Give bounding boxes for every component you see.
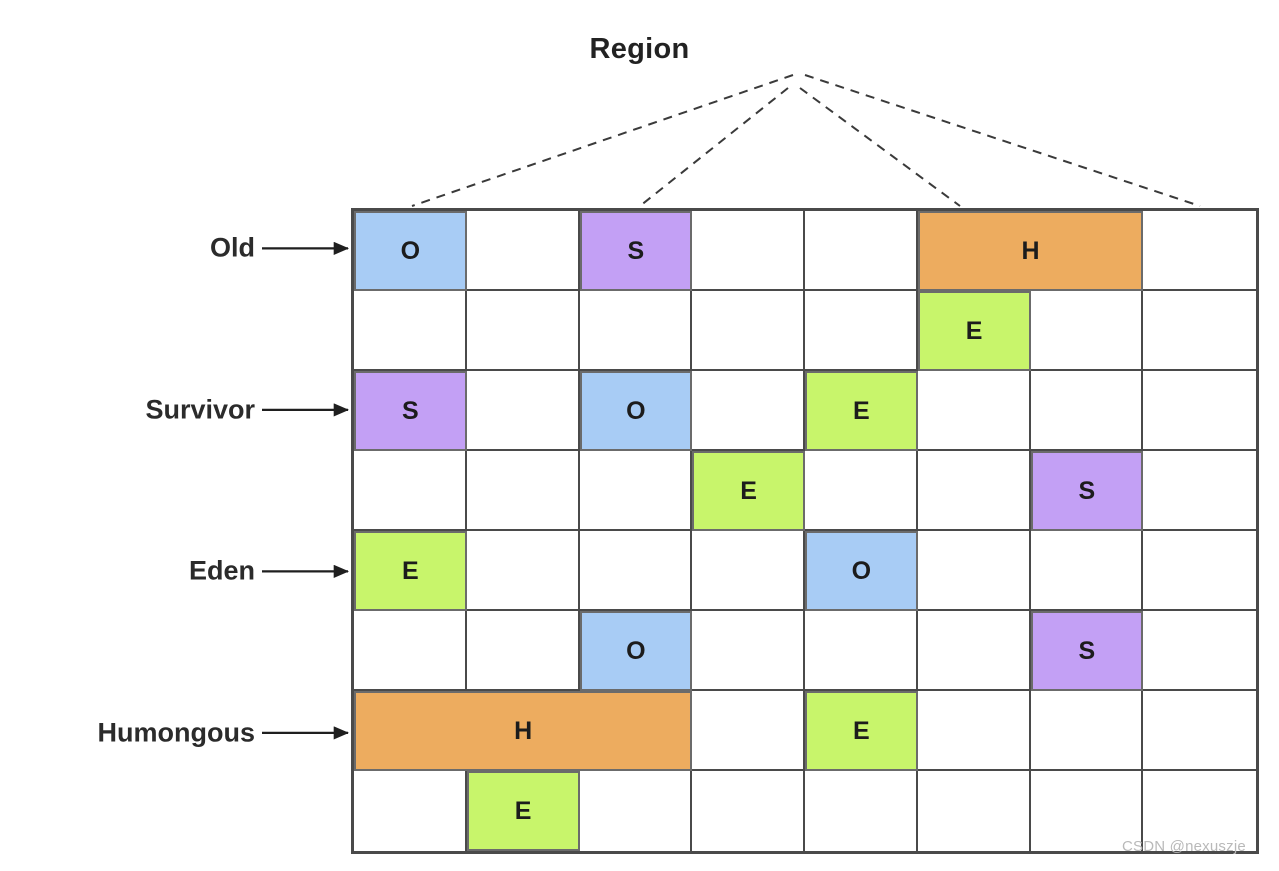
grid-cell-empty xyxy=(805,771,918,851)
grid-cell-empty xyxy=(692,291,805,371)
grid-cell-empty xyxy=(1143,771,1256,851)
grid-cell-label: H xyxy=(514,716,533,745)
grid-cell-empty xyxy=(579,531,693,611)
grid-cell-empty xyxy=(466,211,580,291)
grid-cell-empty xyxy=(354,451,467,531)
grid-cell-empty xyxy=(1143,611,1256,691)
grid-cell-label: O xyxy=(851,556,872,585)
grid-cell-label: O xyxy=(400,236,421,265)
grid-cell-label: E xyxy=(853,716,870,745)
grid-cell-empty xyxy=(917,771,1031,851)
grid-cell-empty xyxy=(692,211,805,291)
row-label-survivor: Survivor xyxy=(145,394,255,425)
grid-cell-empty xyxy=(1030,691,1144,771)
grid-cell-label: E xyxy=(402,556,419,585)
grid-cell-eden: E xyxy=(917,291,1031,371)
grid-cell-label: S xyxy=(402,396,419,425)
grid-cell-survivor: S xyxy=(579,211,693,291)
grid-cell-humongous: H xyxy=(354,691,693,771)
grid-cell-eden: E xyxy=(354,531,467,611)
grid-cell-empty xyxy=(917,691,1031,771)
grid-cell-label: S xyxy=(1078,476,1096,505)
grid-cell-empty xyxy=(354,611,467,691)
grid-cell-old: O xyxy=(579,611,693,691)
region-dashed-connector xyxy=(799,87,961,207)
grid-cell-old: O xyxy=(354,211,467,291)
grid-cell-label: E xyxy=(853,396,870,425)
region-dashed-connector xyxy=(639,87,789,207)
grid-cell-empty xyxy=(1143,211,1256,291)
grid-cell-empty xyxy=(1143,451,1256,531)
grid-cell-empty xyxy=(1143,691,1256,771)
region-dashed-connector xyxy=(804,74,1201,207)
grid-cell-empty xyxy=(466,291,580,371)
grid-cell-empty xyxy=(579,771,693,851)
row-label-old: Old xyxy=(210,232,255,263)
region-title: Region xyxy=(589,33,690,65)
grid-cell-empty xyxy=(1143,531,1256,611)
grid-cell-old: O xyxy=(805,531,918,611)
grid-cell-eden: E xyxy=(805,691,918,771)
grid-cell-empty xyxy=(1030,291,1144,371)
row-label-humongous: Humongous xyxy=(97,717,255,748)
grid-cell-label: O xyxy=(626,396,646,425)
grid-cell-eden: E xyxy=(466,771,580,851)
grid-cell-label: E xyxy=(514,796,532,825)
grid-cell-empty xyxy=(466,451,580,531)
grid-cell-empty xyxy=(805,611,918,691)
grid-cell-label: H xyxy=(1021,236,1040,265)
grid-cell-survivor: S xyxy=(1030,611,1144,691)
grid-cell-humongous: H xyxy=(917,211,1144,291)
grid-cell-label: E xyxy=(965,316,983,345)
grid-cell-empty xyxy=(354,291,467,371)
grid-cell-eden: E xyxy=(805,371,918,451)
grid-cell-empty xyxy=(692,771,805,851)
grid-cell-label: O xyxy=(626,636,646,665)
grid-cell-label: S xyxy=(1078,636,1096,665)
grid-cell-label: S xyxy=(627,236,645,265)
grid-cell-empty xyxy=(692,691,805,771)
grid-cell-empty xyxy=(692,531,805,611)
grid-cell-old: O xyxy=(579,371,693,451)
grid-cell-empty xyxy=(917,451,1031,531)
grid-cell-label: E xyxy=(740,476,757,505)
grid-cell-empty xyxy=(354,771,467,851)
grid-cell-empty xyxy=(1030,771,1144,851)
grid-cell-empty xyxy=(579,451,693,531)
grid-cell-empty xyxy=(466,531,580,611)
grid-cell-empty xyxy=(805,291,918,371)
grid-cell-empty xyxy=(805,211,918,291)
row-label-eden: Eden xyxy=(188,555,255,586)
grid-cell-empty xyxy=(917,611,1031,691)
grid-cell-empty xyxy=(466,611,580,691)
grid-cell-survivor: S xyxy=(354,371,467,451)
region-grid: O S H E S O E E S E O O S H E E xyxy=(351,208,1259,854)
grid-cell-empty xyxy=(692,371,805,451)
grid-cell-eden: E xyxy=(692,451,805,531)
grid-cell-empty xyxy=(805,451,918,531)
watermark: CSDN @nexuszje xyxy=(1122,838,1246,855)
grid-cell-empty xyxy=(917,371,1031,451)
grid-cell-empty xyxy=(1030,371,1144,451)
grid-cell-empty xyxy=(579,291,693,371)
grid-cell-survivor: S xyxy=(1030,451,1144,531)
grid-cell-empty xyxy=(1030,531,1144,611)
grid-cell-empty xyxy=(1143,371,1256,451)
region-dashed-connector xyxy=(411,74,794,207)
grid-cell-empty xyxy=(1143,291,1256,371)
grid-cell-empty xyxy=(692,611,805,691)
grid-cell-empty xyxy=(466,371,580,451)
grid-cell-empty xyxy=(917,531,1031,611)
